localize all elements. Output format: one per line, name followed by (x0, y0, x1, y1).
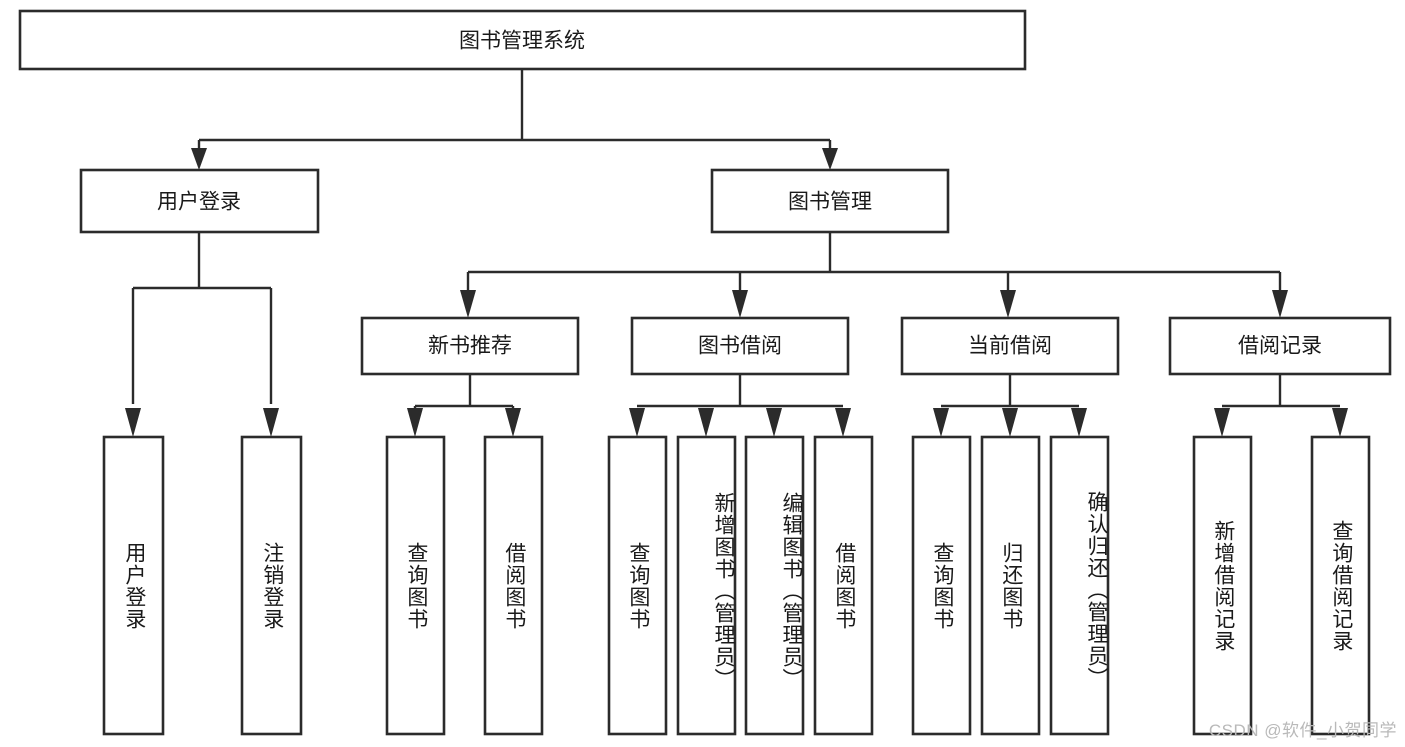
node-leaf-user-login[interactable] (102, 435, 165, 736)
node-leaf-query-book-3[interactable] (911, 435, 972, 736)
arrow-to-leaf-borrow-book-1-icon (505, 408, 521, 437)
node-borrow-record[interactable] (1168, 316, 1392, 376)
connector-group-user-login (125, 232, 279, 437)
node-new-book-recommend[interactable] (360, 316, 580, 376)
arrow-to-book-borrow-icon (732, 290, 748, 318)
node-leaf-query-book-1[interactable] (385, 435, 446, 736)
node-leaf-confirm-return[interactable] (1049, 435, 1110, 736)
connector-group-root (191, 69, 838, 170)
arrow-to-new-book-recommend-icon (460, 290, 476, 318)
arrow-to-leaf-add-book-icon (698, 408, 714, 437)
arrow-to-leaf-return-book-icon (1002, 408, 1018, 437)
node-leaf-return-book[interactable] (980, 435, 1041, 736)
node-leaf-user-logout[interactable] (240, 435, 303, 736)
node-book-borrow-label: 图书借阅 (698, 335, 782, 358)
arrow-to-leaf-query-book-2-icon (629, 408, 645, 437)
node-user-login-label: 用户登录 (157, 191, 241, 214)
arrow-to-leaf-query-book-1-icon (407, 408, 423, 437)
connector-group-borrow-record (1214, 374, 1348, 437)
node-leaf-add-book[interactable] (676, 435, 737, 736)
node-leaf-query-book-2[interactable] (607, 435, 668, 736)
arrow-to-current-borrow-icon (1000, 290, 1016, 318)
node-leaf-query-record[interactable] (1310, 435, 1371, 736)
node-borrow-record-label: 借阅记录 (1238, 335, 1322, 358)
node-book-management-label: 图书管理 (788, 191, 872, 214)
arrow-root-to-user-login-icon (191, 148, 207, 170)
node-book-management[interactable] (710, 168, 950, 234)
connector-group-book-management (460, 232, 1288, 318)
arrow-to-leaf-edit-book-icon (766, 408, 782, 437)
arrow-to-leaf-confirm-return-icon (1071, 408, 1087, 437)
node-book-borrow[interactable] (630, 316, 850, 376)
connector-group-current-borrow (933, 374, 1087, 437)
arrow-to-leaf-user-login-icon (125, 408, 141, 437)
node-leaf-edit-book[interactable] (744, 435, 805, 736)
node-current-borrow[interactable] (900, 316, 1120, 376)
csdn-watermark: CSDN @软件_小贺同学 (1208, 721, 1397, 740)
node-root[interactable] (18, 9, 1027, 71)
arrow-root-to-book-management-icon (822, 148, 838, 170)
connector-group-new-book-recommend (407, 374, 521, 437)
node-current-borrow-label: 当前借阅 (968, 335, 1052, 358)
arrow-to-leaf-user-logout-icon (263, 408, 279, 437)
arrow-to-leaf-borrow-book-2-icon (835, 408, 851, 437)
node-user-login[interactable] (79, 168, 320, 234)
arrow-to-leaf-query-book-3-icon (933, 408, 949, 437)
arrow-to-leaf-query-record-icon (1332, 408, 1348, 437)
node-new-book-recommend-label: 新书推荐 (428, 335, 512, 358)
arrow-to-leaf-add-record-icon (1214, 408, 1230, 437)
node-leaf-borrow-book-2[interactable] (813, 435, 874, 736)
node-root-label: 图书管理系统 (459, 30, 585, 53)
arrow-to-borrow-record-icon (1272, 290, 1288, 318)
node-leaf-borrow-book-1[interactable] (483, 435, 544, 736)
node-leaf-add-record[interactable] (1192, 435, 1253, 736)
connector-group-book-borrow (629, 374, 851, 437)
